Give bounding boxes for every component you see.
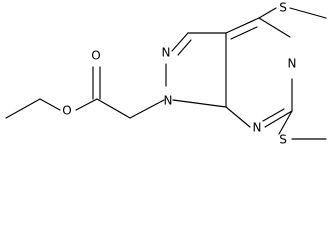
pyrazole-n2-c3-double-bond-inner	[177, 39, 192, 56]
ethyl-terminal-bond	[5, 98, 41, 119]
lower-methylthio-ring-bond	[278, 110, 293, 135]
upper-methylthio-methyl-bond	[289, 7, 327, 19]
pyrazole-n2-label: N	[162, 46, 171, 60]
pyrimidine-n5-label: N	[288, 57, 297, 71]
pyrimidine-c6-n7-inner-bond	[262, 108, 285, 122]
chemical-structure-diagram: O O N N N N S S	[5, 1, 327, 147]
carbonyl-oxygen-label: O	[91, 49, 100, 63]
carbonyl-methylene-bond	[96, 98, 131, 119]
pyrimidine-c3a-c4-double-bond	[225, 17, 260, 34]
ester-oxygen-label: O	[62, 104, 71, 118]
lower-sulfur-label: S	[279, 133, 287, 147]
pyrimidine-c6-n7-double-bond	[264, 110, 293, 128]
upper-methylthio-ring-bond	[258, 7, 277, 19]
pyrimidine-n7-label: N	[253, 121, 262, 135]
pyrimidine-n7-c7a-bond	[225, 106, 251, 128]
pyrazole-c7a-n1-bond	[172, 99, 227, 108]
pyrazole-n1-label: N	[164, 94, 173, 108]
ethyl-oxygen-bond	[39, 98, 61, 111]
pyrimidine-c3a-c4-inner-bond	[230, 26, 258, 40]
upper-sulfur-label: S	[279, 1, 287, 15]
methylene-ring-nitrogen-bond	[129, 99, 165, 119]
ester-oxygen-carbonyl-bond	[75, 98, 98, 111]
pyrazole-n2-c3-double-bond-outer	[171, 32, 189, 52]
pyrimidine-c4-n5-bond	[258, 17, 291, 38]
